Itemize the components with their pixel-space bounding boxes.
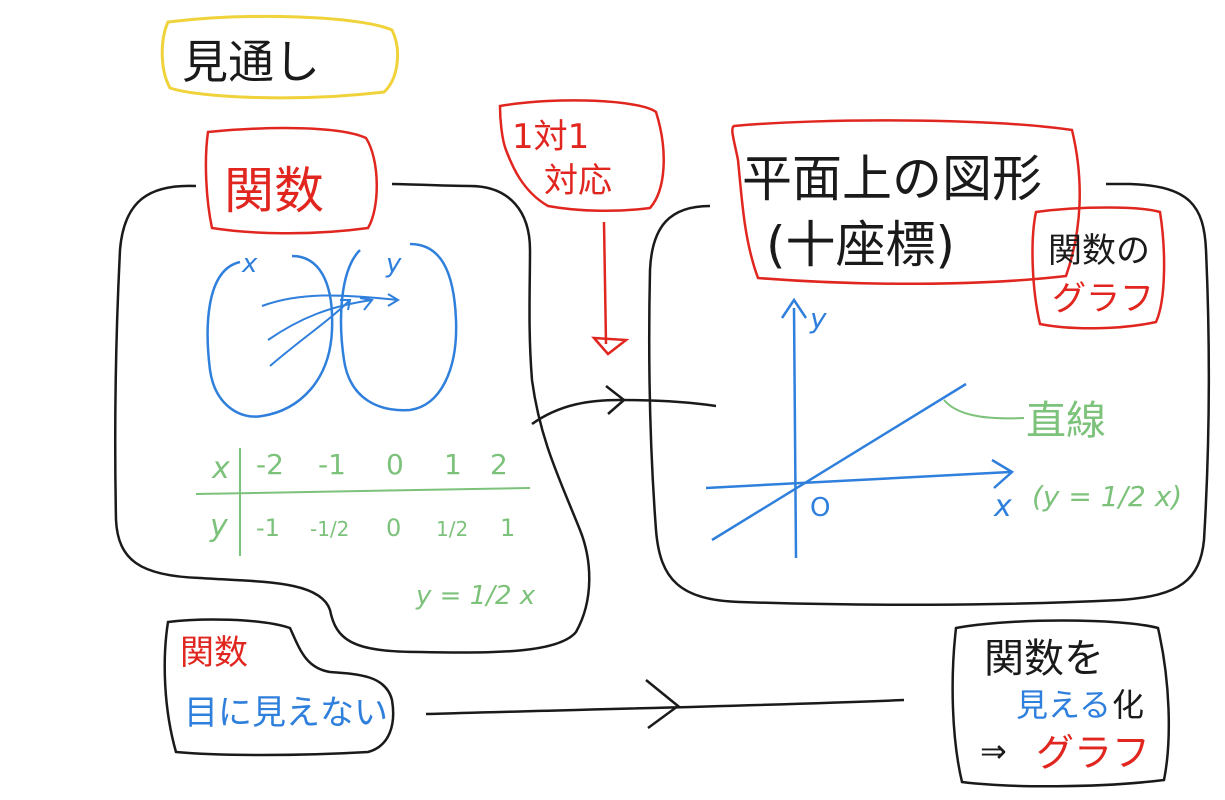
visualize-line3: グラフ [1036, 731, 1150, 775]
graph-line [711, 382, 967, 542]
function-equation: y = 1/2 x [415, 581, 536, 611]
down-arrow [591, 221, 630, 356]
value-table-lines [195, 448, 531, 556]
y-set-label: y [385, 249, 402, 279]
visualize-arrow-glyph: ⇒ [980, 732, 1007, 770]
origin-label: O [810, 493, 830, 523]
table-y-value: 1 [500, 514, 515, 542]
table-x-label: x [211, 451, 230, 486]
function-label-box [204, 126, 378, 235]
invisible-line2: 目に見えない [184, 693, 388, 733]
plane-label-line1: 平面上の図形 [742, 150, 1042, 208]
invisible-box-outline [163, 618, 395, 757]
table-y-value: -1 [256, 514, 280, 542]
axis-y-label: y [809, 302, 827, 335]
title-text: 見通し [182, 35, 320, 89]
graph-tag-line2: グラフ [1052, 279, 1154, 319]
table-y-label: y [209, 509, 229, 544]
plane-label-box [731, 119, 1081, 286]
visualize-line2-part1: 見える [1016, 686, 1111, 724]
table-x-value: 0 [386, 448, 404, 481]
visualize-box-outline [951, 619, 1171, 788]
table-x-value: 2 [490, 448, 508, 481]
graph-tag-box [1031, 206, 1166, 330]
table-x-value: 1 [444, 448, 462, 481]
line-callout [943, 399, 1025, 420]
graph-tag-line1: 関数の [1048, 231, 1150, 271]
function-label: 関数 [224, 162, 324, 220]
visualize-line2-part2: 化 [1112, 686, 1144, 724]
x-set-label: x [241, 249, 258, 279]
table-y-value: -1/2 [310, 517, 349, 541]
function-box-outline [113, 182, 591, 654]
one-to-one-box [498, 99, 665, 213]
one-to-one-line2: 対応 [544, 161, 612, 201]
table-x-value: -2 [256, 448, 284, 481]
line-label: 直線 [1026, 398, 1106, 444]
plane-box-outline [648, 182, 1211, 607]
plane-label-line2: (十座標) [766, 216, 955, 274]
function-to-plane-arrow [531, 385, 717, 426]
y-set-oval [339, 242, 458, 412]
axis-x-label: x [993, 489, 1012, 524]
mapping-arrows [261, 293, 400, 367]
one-to-one-line1: 1対1 [512, 117, 589, 157]
line-equation: (y = 1/2 x) [1032, 480, 1182, 513]
coordinate-axes [705, 297, 1015, 559]
table-y-value: 0 [386, 514, 401, 542]
table-y-value: 1/2 [436, 517, 468, 541]
x-set-oval [206, 254, 334, 418]
visualize-arrow [425, 679, 905, 730]
visualize-line1: 関数を [984, 636, 1104, 682]
invisible-line1: 関数 [180, 633, 248, 673]
title-highlight-outline [160, 14, 399, 100]
table-x-value: -1 [318, 448, 346, 481]
